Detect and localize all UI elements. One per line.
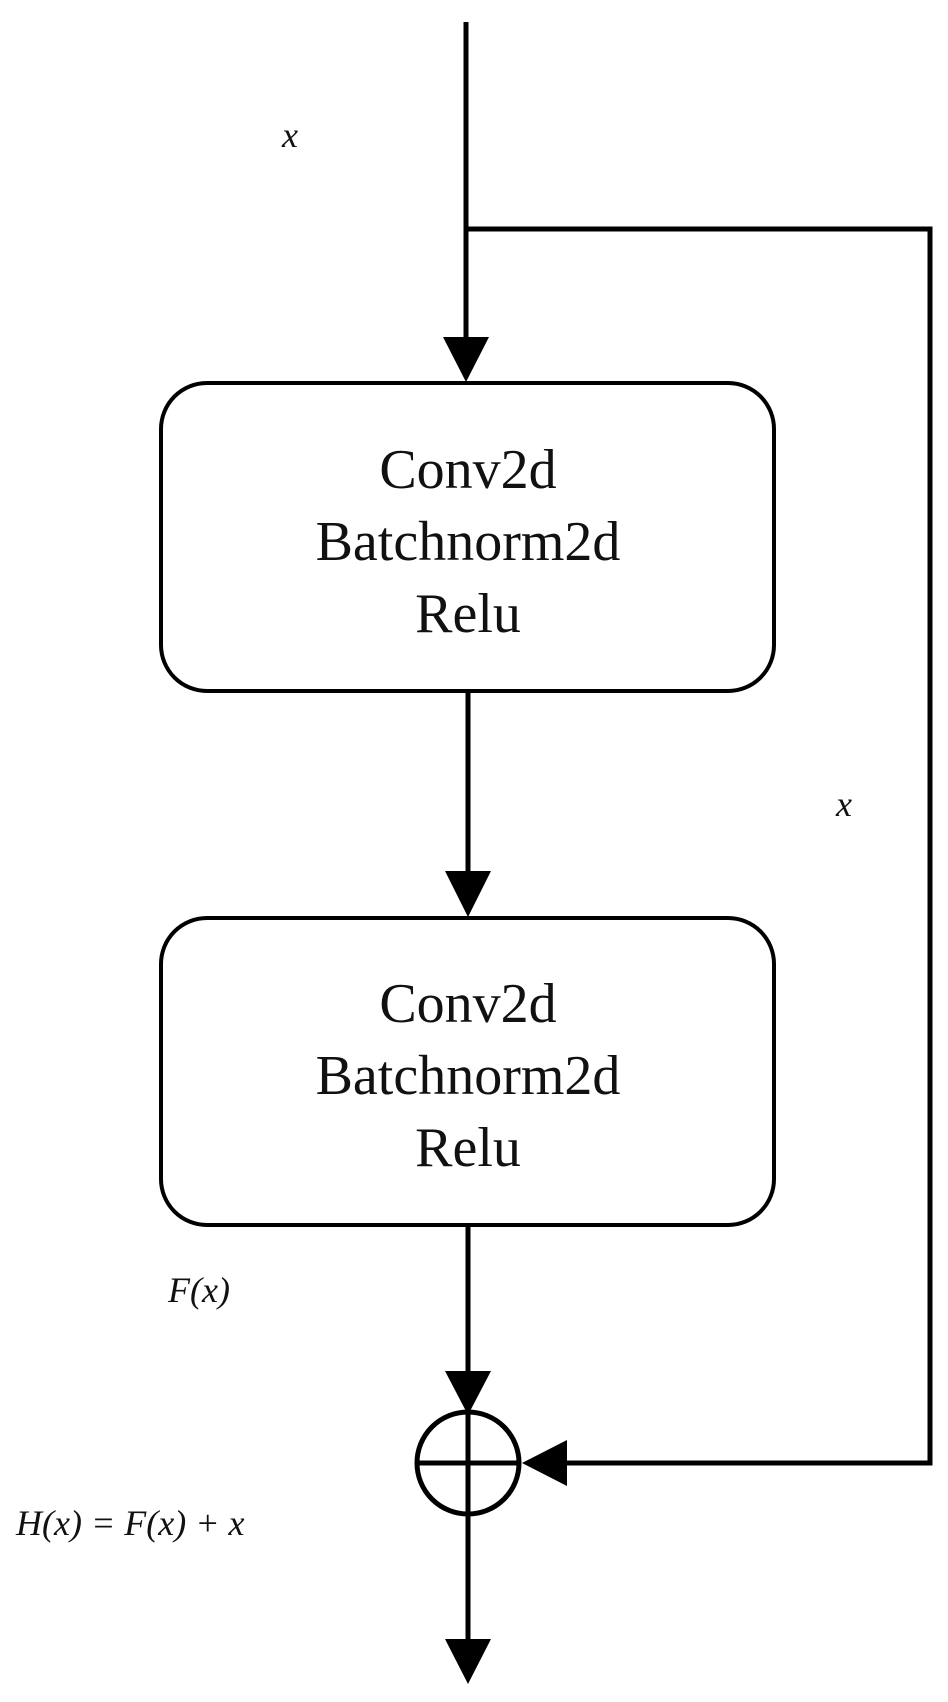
arrowhead-into-block-1 <box>443 337 489 382</box>
arrowhead-into-sum-from-top <box>445 1371 491 1415</box>
arrowhead-into-sum-from-skip <box>522 1440 567 1486</box>
block-2-line-1: Conv2d <box>379 973 556 1035</box>
block-1-line-1: Conv2d <box>379 439 556 501</box>
output-hx-label: H(x) = F(x) + x <box>15 1503 244 1543</box>
input-x-label: x <box>281 115 298 155</box>
arrowhead-output <box>445 1639 491 1684</box>
arrowhead-into-block-2 <box>445 871 491 917</box>
skip-x-label: x <box>835 784 852 824</box>
skip-connection-wire <box>466 226 933 1466</box>
block-2-line-3: Relu <box>415 1117 521 1179</box>
block-1-line-3: Relu <box>415 583 521 645</box>
residual-fx-label: F(x) <box>167 1270 230 1310</box>
block-2-line-2: Batchnorm2d <box>316 1045 621 1107</box>
block-1-line-2: Batchnorm2d <box>316 511 621 573</box>
